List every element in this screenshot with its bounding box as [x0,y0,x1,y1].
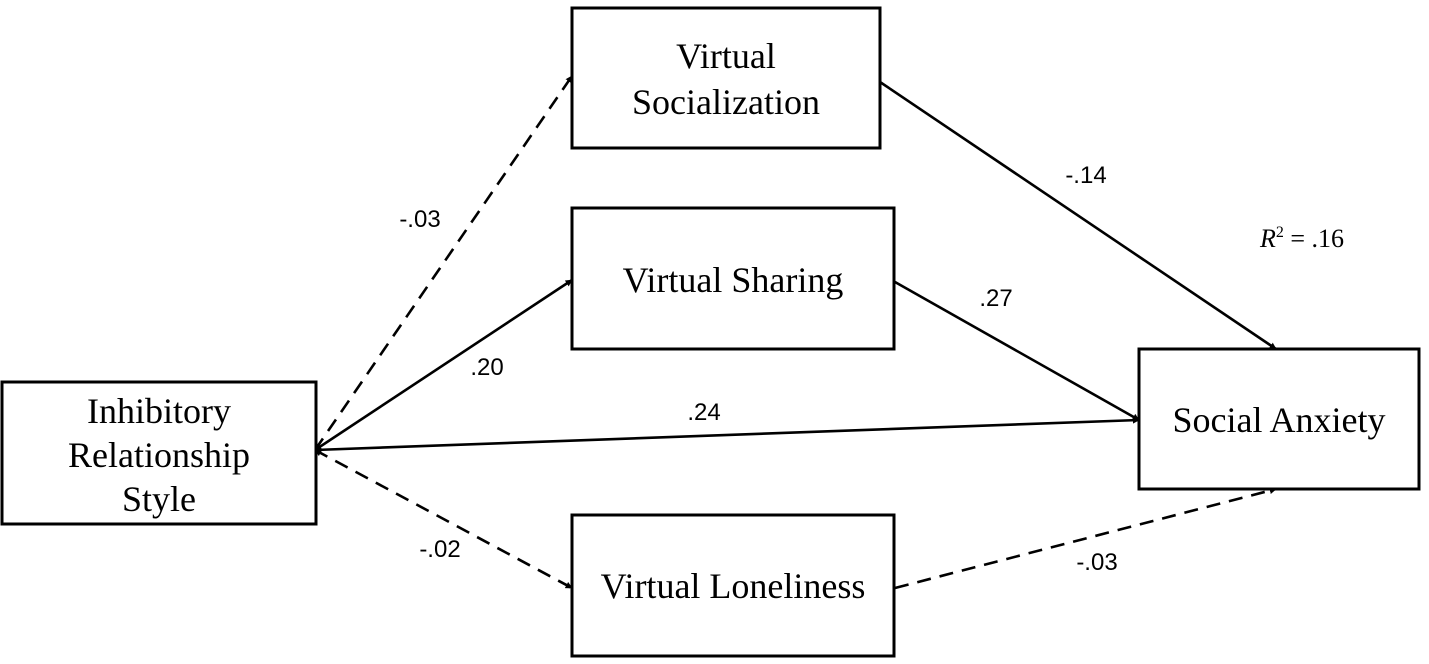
r-squared-label: R2 = .16 [1259,224,1344,253]
node-label-line-2: Relationship [68,435,250,475]
path-virtual-loneliness-to-social-anxiety [894,487,1277,590]
coef-irs-to-social-anxiety: .24 [687,399,720,426]
paths-layer [313,75,1277,590]
node-virtual-sharing: Virtual Sharing [570,206,896,351]
node-label-line-3: Style [122,479,196,519]
node-box [1137,347,1421,491]
path-irs-to-virtual-loneliness [314,448,573,590]
coef-irs-to-virtual-sharing: .20 [470,354,503,381]
r-squared-symbol: R [1259,224,1276,253]
path-virtual-socialization-to-social-anxiety [879,80,1277,351]
r-squared-value: = .16 [1284,224,1344,253]
coef-virtual-loneliness-to-social-anxiety: -.03 [1076,549,1117,576]
node-label-line-1: Virtual [676,36,776,76]
node-virtual-socialization: Virtual Socialization [570,6,882,150]
node-box [570,6,882,150]
node-box [570,206,896,351]
coef-virtual-socialization-to-social-anxiety: -.14 [1065,162,1106,189]
path-irs-to-social-anxiety [314,416,1140,454]
node-label-line-2: Socialization [632,82,820,122]
node-box [570,513,896,658]
node-virtual-loneliness: Virtual Loneliness [570,513,896,658]
coefficients-layer: -.03 .20 .24 -.02 -.14 .27 -.03 [399,162,1117,576]
path-irs-to-virtual-socialization [313,75,574,451]
coef-irs-to-virtual-loneliness: -.02 [419,536,460,563]
coef-irs-to-virtual-socialization: -.03 [399,206,440,233]
path-virtual-sharing-to-social-anxiety [894,280,1140,422]
node-box [0,380,318,526]
coef-virtual-sharing-to-social-anxiety: .27 [979,285,1012,312]
node-label: Virtual Sharing [623,260,844,300]
node-label-line-1: Inhibitory [87,391,231,431]
node-label: Social Anxiety [1173,400,1386,440]
path-irs-to-virtual-sharing [314,278,573,452]
r-squared-exponent: 2 [1276,224,1284,241]
node-inhibitory-relationship-style: Inhibitory Relationship Style [0,380,318,526]
node-label: Virtual Loneliness [601,566,866,606]
node-social-anxiety: Social Anxiety [1137,347,1421,491]
